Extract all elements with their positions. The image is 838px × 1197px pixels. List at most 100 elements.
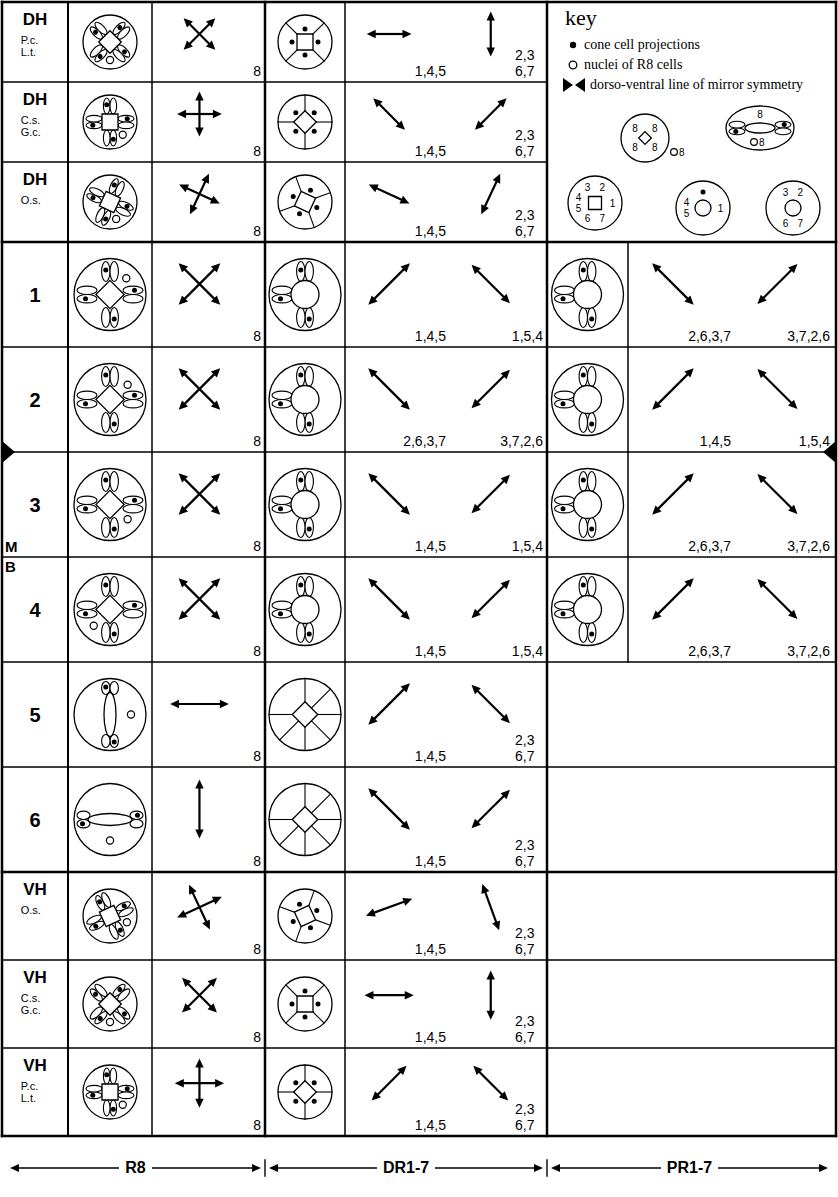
cone-dot xyxy=(298,478,303,483)
cone-cell-projection xyxy=(555,286,575,303)
cone-lobe xyxy=(102,623,110,643)
ommatidium-outline xyxy=(552,259,624,331)
cell-number: 7 xyxy=(600,213,606,224)
polarization-arrow xyxy=(176,575,224,623)
grid-line xyxy=(2,451,836,453)
cone-lobe xyxy=(305,308,313,328)
cone-lobe xyxy=(775,121,791,128)
cone-cell-projection xyxy=(102,367,119,387)
cell-border xyxy=(316,193,331,198)
cell-border xyxy=(304,727,305,750)
ommatidium-outline xyxy=(269,259,341,331)
cone-lobe xyxy=(297,413,305,433)
arrow-head xyxy=(195,829,203,838)
cone-cell-projection xyxy=(102,262,119,282)
cone-dot xyxy=(116,986,123,993)
cone-dot xyxy=(312,1080,317,1085)
cell-number: 8 xyxy=(757,109,763,120)
polarization-arrow xyxy=(469,682,513,726)
arrow-head xyxy=(211,365,223,377)
row-name: VH xyxy=(23,881,47,900)
cone-lobe xyxy=(588,623,596,643)
cell-numbers: 1,5,4 xyxy=(799,434,830,449)
cone-lobe xyxy=(110,367,118,387)
polarization-arrow xyxy=(195,92,203,137)
cell-numbers: 3,7,2,6 xyxy=(500,434,543,449)
cone-lobe xyxy=(297,262,305,282)
cone-cell-projection xyxy=(103,1068,116,1084)
cone-lobe xyxy=(588,308,596,328)
r8-nucleus xyxy=(671,149,678,156)
polarization-arrow xyxy=(469,577,513,621)
rhabdom-outline xyxy=(297,34,313,50)
cone-dot xyxy=(581,268,586,273)
cone-lobe xyxy=(110,577,118,597)
cone-dot xyxy=(80,821,85,826)
arrow-head xyxy=(370,95,382,107)
cone-cell-projection xyxy=(86,1085,102,1098)
column-group-label: PR1-7 xyxy=(661,1159,718,1177)
r8-nucleus xyxy=(123,919,130,926)
cell-number: 4 xyxy=(576,192,582,203)
cone-lobe xyxy=(297,367,305,387)
r8-nucleus xyxy=(106,56,113,63)
rhabdom-outline xyxy=(291,386,319,414)
cell-border xyxy=(278,121,294,122)
rhabdom-outline xyxy=(102,114,118,130)
cell-numbers: 1,4,5 xyxy=(415,64,446,79)
arrow-head xyxy=(252,1164,261,1172)
species-name: C.s. G.c. xyxy=(21,992,50,1016)
polarization-arrow xyxy=(469,472,513,516)
cone-lobe xyxy=(77,391,97,399)
cone-lobe xyxy=(110,1100,117,1116)
ommatidium-outline xyxy=(269,784,341,856)
arrow-head xyxy=(186,204,197,216)
polarization-arrow xyxy=(365,260,413,308)
arrow-head xyxy=(211,505,223,517)
cone-lobe xyxy=(77,610,97,618)
row-number: 4 xyxy=(29,599,40,621)
cone-dot xyxy=(581,583,586,588)
arrow-shaft xyxy=(374,689,404,719)
arrow-head xyxy=(211,260,223,272)
arrow-shaft xyxy=(658,374,688,404)
cone-lobe xyxy=(110,472,118,492)
cone-lobe xyxy=(555,610,575,618)
cell-number: 2 xyxy=(600,182,606,193)
arrow-shaft xyxy=(477,690,504,717)
polarization-arrow xyxy=(649,470,697,518)
cone-cell-projection xyxy=(297,518,314,538)
arrow-head xyxy=(365,785,377,797)
arrow-head xyxy=(215,1079,224,1087)
arrow-shaft xyxy=(193,181,205,207)
cell-numbers: 1,5,4 xyxy=(512,644,543,659)
cell-border xyxy=(316,121,332,122)
cell-numbers: 2,6,3,7 xyxy=(688,329,731,344)
cone-lobe xyxy=(272,601,292,609)
row-number: 1 xyxy=(29,284,40,306)
cell-numbers: 1,4,5 xyxy=(700,434,731,449)
cell-number: 8 xyxy=(253,1030,261,1045)
cone-dot xyxy=(112,632,117,637)
r8-nucleus xyxy=(123,275,130,282)
cone-lobe xyxy=(103,1100,110,1116)
rhabdom-outline xyxy=(695,200,711,216)
arrow-head xyxy=(206,41,218,53)
cone-cell-projection xyxy=(579,413,596,433)
arrow-shaft xyxy=(192,892,206,922)
cone-cell-projection xyxy=(297,577,314,597)
rhabdom-outline xyxy=(589,197,602,210)
cone-dot xyxy=(312,1099,317,1104)
cone-lobe xyxy=(272,496,292,504)
arrow-head xyxy=(365,909,376,920)
cell-number: 7 xyxy=(798,218,804,229)
arrow-head xyxy=(365,295,377,307)
polarization-arrow xyxy=(176,260,224,308)
grid-line xyxy=(627,242,629,662)
cell-numbers: 1,4,5 xyxy=(415,224,446,239)
cell-numbers: 3,7,2,6 xyxy=(787,539,830,554)
cell-numbers: 1,4,5 xyxy=(415,644,446,659)
arrow-shaft xyxy=(188,983,212,1007)
arrow-shaft xyxy=(184,479,214,509)
polarization-arrow xyxy=(370,95,408,133)
